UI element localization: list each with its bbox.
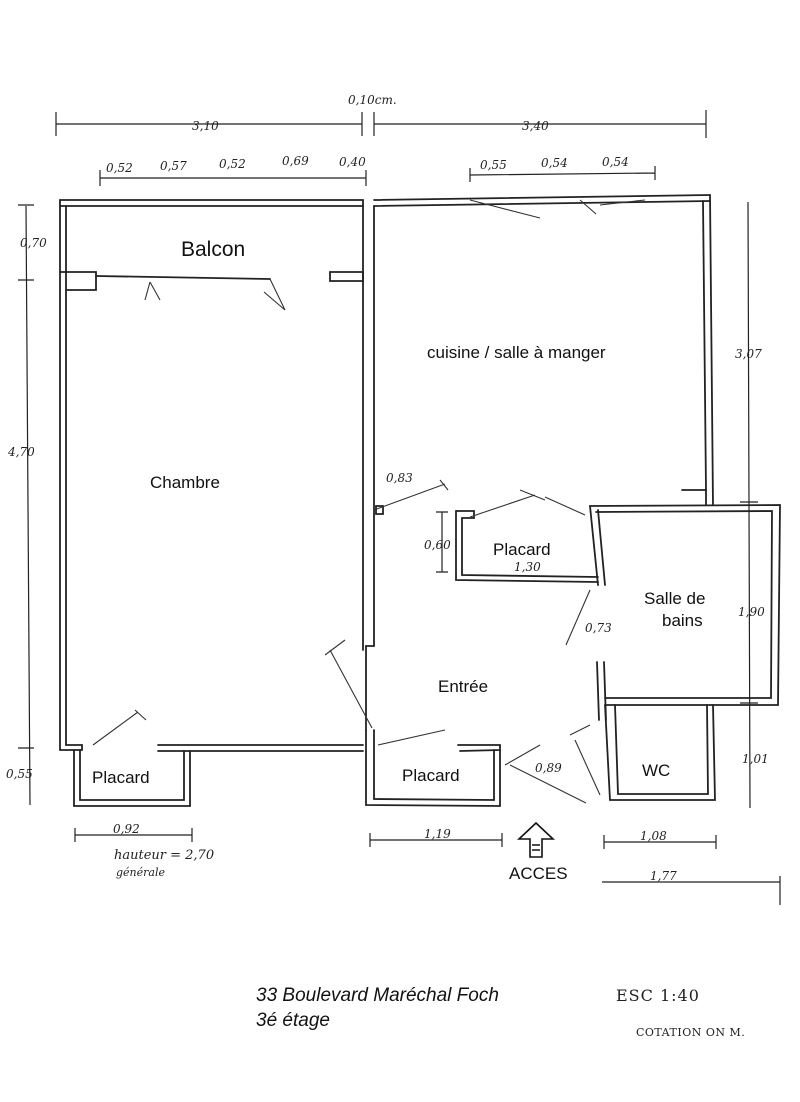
address-line-1: 33 Boulevard Maréchal Foch xyxy=(256,985,499,1006)
dim-placard-height: 0,60 xyxy=(424,538,451,552)
note-height-general: générale xyxy=(116,866,165,879)
acces-label: ACCES xyxy=(509,864,568,883)
dim-bottom-placard-left: 0,92 xyxy=(113,822,140,836)
dim-top-seg-1: 0,52 xyxy=(106,161,133,175)
dim-top-wall: 0,10cm. xyxy=(348,93,397,107)
room-placard-bottom: Placard xyxy=(402,766,460,785)
dim-right-sdb: 1,90 xyxy=(738,605,765,619)
dim-top-right-total: 3,40 xyxy=(522,119,549,133)
room-wc: WC xyxy=(642,761,670,780)
dim-bottom-total-right: 1,77 xyxy=(650,869,677,883)
dim-right-cuisine: 3,07 xyxy=(735,347,762,361)
acces-arrow-icon xyxy=(516,821,556,858)
room-placard-center: Placard xyxy=(493,540,551,559)
dim-right-seg-2: 0,54 xyxy=(541,156,568,170)
dim-right-seg-1: 0,55 xyxy=(480,158,507,172)
dim-top-left-total: 3,10 xyxy=(192,119,219,133)
dim-placard-width: 1,30 xyxy=(514,560,541,574)
room-chambre: Chambre xyxy=(150,473,220,492)
dim-left-chambre: 4,70 xyxy=(7,445,35,459)
room-placard-left: Placard xyxy=(92,768,150,787)
dim-right-seg-3: 0,54 xyxy=(602,155,629,169)
scale-label: ESC 1:40 xyxy=(616,986,700,1005)
dim-right-wc: 1,01 xyxy=(742,752,769,766)
room-entree: Entrée xyxy=(438,677,488,696)
dim-door-sdb: 0,73 xyxy=(585,621,612,635)
dim-top-seg-4: 0,69 xyxy=(282,154,309,168)
dim-door-chambre: 0,83 xyxy=(386,471,413,485)
door-swings xyxy=(92,199,646,804)
dim-bottom-placard: 1,19 xyxy=(424,827,451,841)
units-label: COTATION ON M. xyxy=(636,1026,746,1039)
room-balcon: Balcon xyxy=(181,238,245,261)
dim-top-seg-3: 0,52 xyxy=(219,157,246,171)
dim-left-placard: 0,55 xyxy=(6,767,33,781)
room-cuisine: cuisine / salle à manger xyxy=(427,343,606,362)
dim-bottom-wc: 1,08 xyxy=(640,829,667,843)
room-salle-de-bains-line2: bains xyxy=(662,611,703,630)
note-height: hauteur = 2,70 xyxy=(114,848,215,863)
dim-door-wc: 0,89 xyxy=(535,761,562,775)
address-line-2: 3é étage xyxy=(256,1010,330,1031)
room-salle-de-bains-line1: Salle de xyxy=(644,589,705,608)
dim-left-balcon: 0,70 xyxy=(20,236,47,250)
dim-top-seg-5: 0,40 xyxy=(339,155,366,169)
dim-top-seg-2: 0,57 xyxy=(160,159,187,173)
walls xyxy=(59,194,781,807)
dimension-lines xyxy=(18,110,781,905)
